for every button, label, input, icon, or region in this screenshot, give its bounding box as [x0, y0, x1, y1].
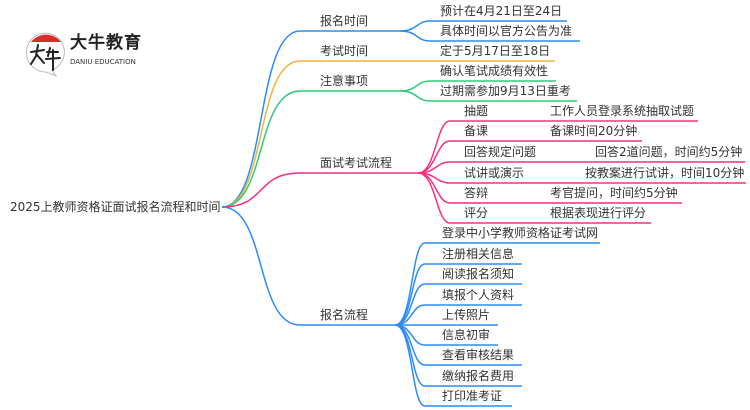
child-topic[interactable]: 答辩 — [464, 186, 489, 200]
branch-topic[interactable]: 面试考试流程 — [320, 156, 393, 170]
child-topic[interactable]: 缴纳报名费用 — [442, 369, 515, 383]
branch-topic[interactable]: 考试时间 — [320, 44, 369, 58]
child-topic[interactable]: 具体时间以官方公告为准 — [440, 24, 573, 38]
logo: 大牛教育 DANIU EDUCATION — [22, 30, 152, 74]
logo-name: 大牛教育 — [70, 33, 142, 53]
child-detail: 工作人员登录系统抽取试题 — [550, 104, 695, 118]
child-detail: 按教案进行试讲，时间10分钟 — [585, 166, 745, 180]
child-topic[interactable]: 备课 — [464, 124, 489, 138]
logo-en: DANIU EDUCATION — [70, 58, 136, 66]
child-topic[interactable]: 注册相关信息 — [442, 247, 515, 261]
child-line — [399, 90, 577, 102]
child-topic[interactable]: 抽题 — [464, 104, 489, 118]
child-detail: 考官提问，时间约5分钟 — [550, 186, 678, 200]
child-detail: 备课时间20分钟 — [550, 124, 638, 138]
child-line — [399, 30, 580, 42]
child-topic[interactable]: 打印准考证 — [442, 389, 503, 403]
logo-bubble-icon — [25, 32, 65, 78]
branch-topic[interactable]: 报名时间 — [320, 14, 369, 28]
child-topic[interactable]: 确认笔试成绩有效性 — [440, 64, 549, 78]
root-topic: 2025上教师资格证面试报名流程和时间 — [10, 200, 221, 214]
branch-topic[interactable]: 报名流程 — [320, 308, 369, 322]
child-topic[interactable]: 试讲或演示 — [464, 166, 525, 180]
child-topic[interactable]: 查看审核结果 — [442, 348, 515, 362]
child-detail: 根据表现进行评分 — [550, 206, 647, 220]
child-topic[interactable]: 登录中小学教师资格证考试网 — [442, 226, 599, 240]
branch-line — [221, 60, 400, 208]
branch-line — [221, 90, 400, 208]
child-topic[interactable]: 评分 — [464, 206, 489, 220]
child-detail: 回答2道问题，时间约5分钟 — [595, 145, 743, 159]
child-line — [394, 242, 600, 326]
child-topic[interactable]: 定于5月17日至18日 — [440, 44, 551, 58]
child-line — [394, 324, 512, 407]
child-topic[interactable]: 预计在4月21日至24日 — [440, 4, 563, 18]
branch-topic[interactable]: 注意事项 — [320, 74, 369, 88]
branch-line — [221, 206, 395, 326]
child-line — [417, 140, 642, 174]
child-line — [417, 120, 698, 174]
child-line — [394, 263, 522, 326]
child-topic[interactable]: 上传照片 — [442, 308, 491, 322]
child-topic[interactable]: 阅读报名须知 — [442, 267, 515, 281]
child-topic[interactable]: 回答规定问题 — [464, 145, 537, 159]
child-line — [417, 172, 651, 224]
child-topic[interactable]: 信息初审 — [442, 328, 491, 342]
branch-line — [221, 30, 400, 208]
child-topic[interactable]: 过期需参加9月13日重考 — [440, 84, 571, 98]
child-topic[interactable]: 填报个人资料 — [442, 288, 515, 302]
branch-line — [221, 172, 418, 208]
